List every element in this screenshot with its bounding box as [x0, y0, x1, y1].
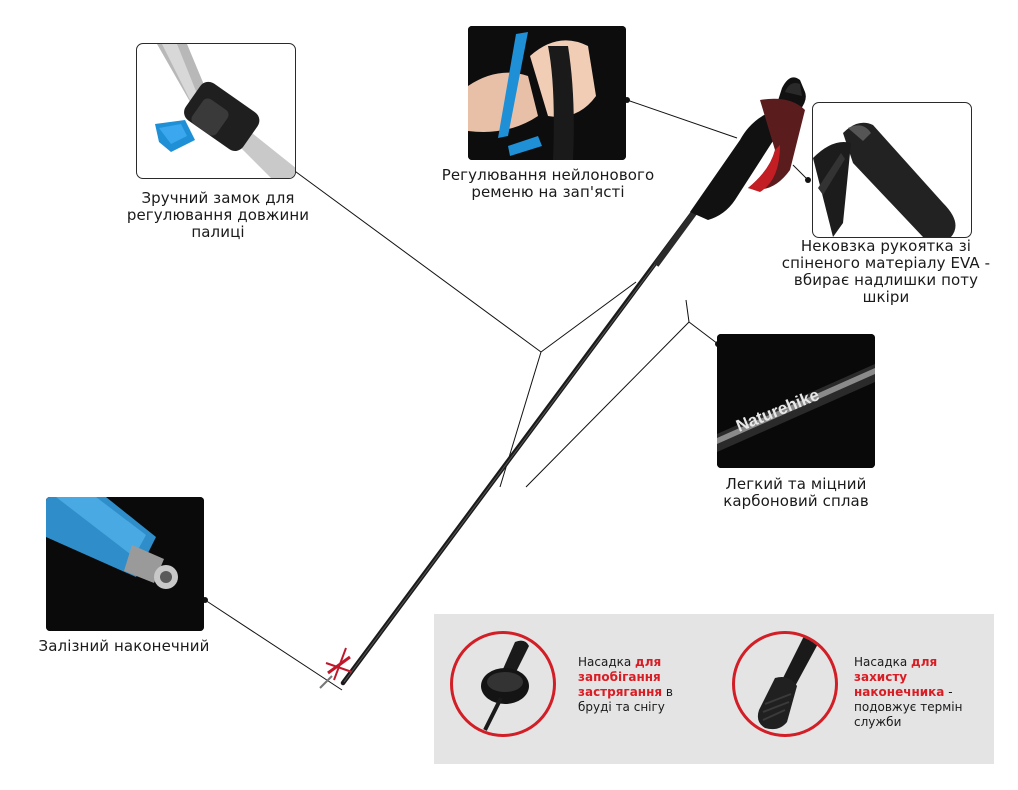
tip-caption: Залізний наконечний [38, 637, 210, 655]
mud-basket-note: Насадка для запобігання застрягання в бр… [578, 655, 673, 714]
tip-cap-circle [732, 631, 838, 737]
strap-caption: Регулювання нейлонового ременю на зап'яс… [441, 166, 655, 201]
mud-basket-circle [450, 631, 556, 737]
tip-cap-note: Насадка для захисту наконечника - подовж… [854, 655, 963, 729]
lock-photo [136, 43, 296, 179]
carbon-caption: Легкий та міцний карбоновий сплав [723, 475, 869, 510]
strap-photo [468, 26, 626, 160]
trekking-pole [319, 77, 806, 689]
tip-photo [46, 497, 204, 631]
carbon-photo: Naturehike [717, 334, 875, 468]
lock-caption: Зручний замок для регулювання довжини па… [126, 189, 310, 241]
grip-caption: Нековзка рукоятка зі спіненого матеріалу… [781, 237, 991, 306]
grip-photo [812, 102, 972, 238]
